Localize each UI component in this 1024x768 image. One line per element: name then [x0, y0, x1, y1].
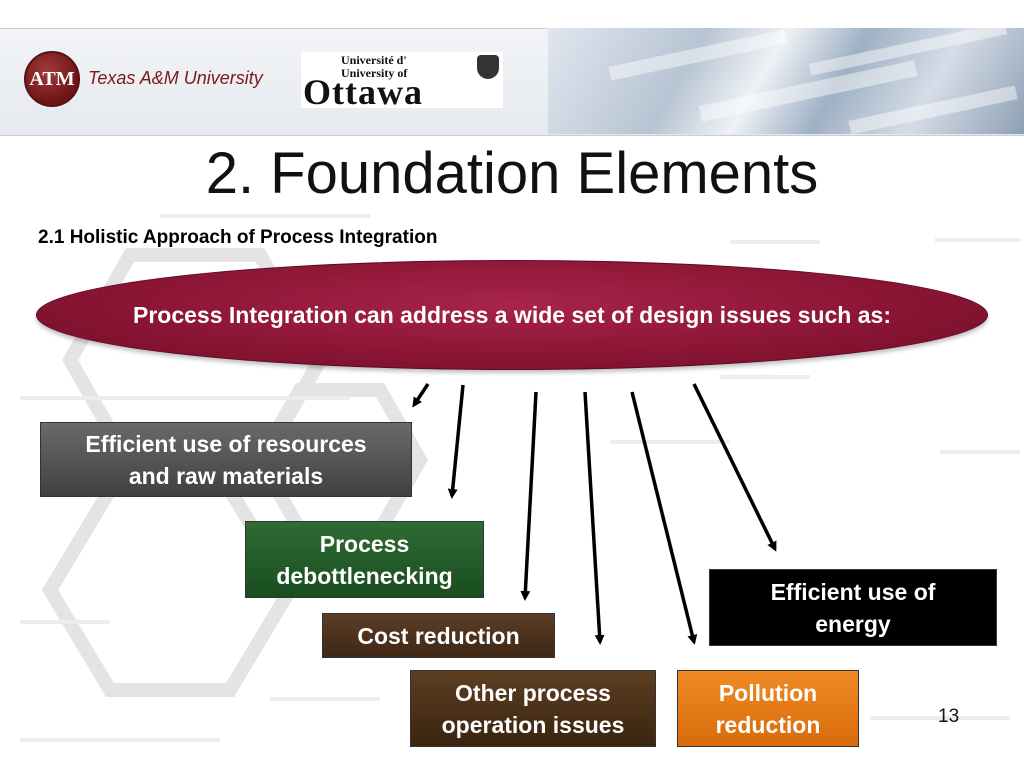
arrow-to-cost: [520, 391, 538, 601]
arrow-to-debottlenecking: [447, 384, 465, 499]
cost-reduction-box: Cost reduction: [322, 613, 555, 658]
other-issues-box: Other process operation issues: [410, 670, 656, 747]
tamu-name: Texas A&M University: [88, 68, 263, 88]
debottlenecking-line-1: Process: [319, 530, 410, 557]
other-issues-line-1: Other process: [455, 679, 611, 706]
ellipse-text: Process Integration can address a wide s…: [133, 302, 891, 328]
arrow-to-pollution: [630, 391, 698, 645]
central-ellipse: [36, 260, 988, 370]
tamu-logo: ATM: [24, 51, 80, 107]
slide-subtitle: 2.1 Holistic Approach of Process Integra…: [38, 227, 438, 248]
pollution-box: Pollution reduction: [677, 670, 859, 747]
resources-line-2: and raw materials: [128, 462, 324, 489]
header-image: [548, 22, 1024, 135]
pollution-line-2: reduction: [715, 711, 821, 738]
page-number: 13: [938, 706, 960, 727]
cost-reduction-label: Cost reduction: [357, 622, 520, 649]
resources-box: Efficient use of resources and raw mater…: [40, 422, 412, 497]
arrow-to-other: [583, 391, 605, 645]
energy-line-1: Efficient use of: [770, 578, 936, 605]
arrow-to-energy: [692, 383, 777, 552]
ottawa-line-2: University of: [341, 66, 408, 80]
arrow-to-resources: [412, 383, 430, 408]
energy-line-2: energy: [815, 610, 891, 637]
ottawa-logo: Université d' University of Ottawa: [301, 52, 503, 112]
ottawa-wordmark: Ottawa: [303, 72, 423, 112]
resources-line-1: Efficient use of resources: [85, 430, 367, 457]
ottawa-line-1: Université d': [341, 53, 407, 67]
debottlenecking-box: Process debottlenecking: [245, 521, 484, 598]
debottlenecking-line-2: debottlenecking: [276, 562, 453, 589]
energy-box: Efficient use of energy: [709, 569, 997, 646]
ottawa-crest-icon: [477, 55, 499, 79]
other-issues-line-2: operation issues: [441, 711, 625, 738]
slide-title: 2. Foundation Elements: [205, 141, 819, 206]
pollution-line-1: Pollution: [718, 679, 818, 706]
